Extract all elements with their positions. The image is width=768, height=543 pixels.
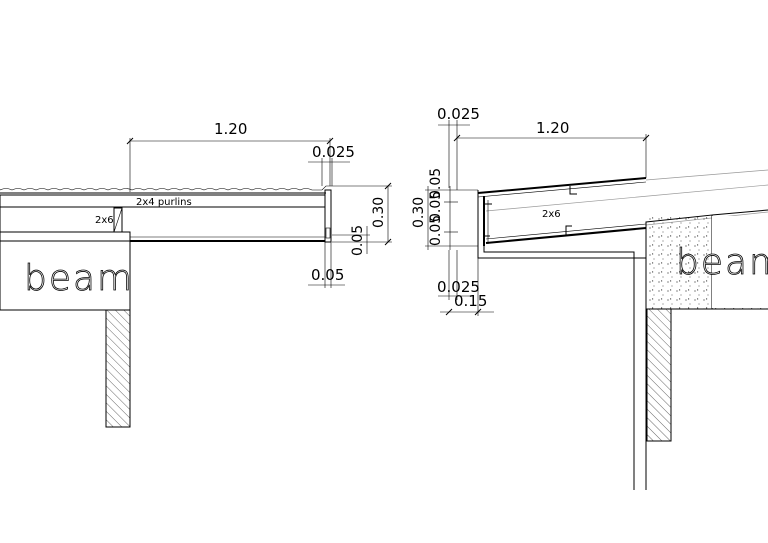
left-offset-dimension: 0.025 [312,143,355,161]
right-column [646,308,672,442]
left-roof-sheet [0,185,332,191]
left-beam-label: beam [24,258,134,299]
right-width-dimension: 1.20 [536,119,569,137]
left-height-dimension: 0.30 [371,197,387,228]
left-beam [0,231,131,311]
right-roof-sheet [477,177,647,194]
right-upper-dimension: 0.05 [428,168,444,199]
left-rafter-label: 2x6 [95,215,114,226]
left-fascia-dimension: 0.05 [350,225,366,256]
right-lower-dimension: 0.05 [428,215,444,246]
right-overhang-dimension: 0.15 [454,292,487,310]
right-mid-dimension: 0.05 [428,191,444,222]
right-top-offset-dimension: 0.025 [437,105,480,123]
right-detail: 2x6 beam 1.20 0.025 [411,105,768,490]
right-beam-label: beam [676,242,768,283]
left-bottom-dimension: 0.05 [311,266,344,284]
left-width-dimension: 1.20 [214,120,247,138]
left-detail: 2x4 purlins 2x6 beam 1.20 0.025 [0,120,392,428]
left-fascia [324,189,332,243]
left-purlins-label: 2x4 purlins [136,197,192,208]
left-rafter [0,206,326,242]
right-wall [477,246,647,490]
left-column [105,309,131,428]
right-bottom-offset-dimension: 0.025 [437,278,480,296]
right-rafter [485,227,647,244]
right-height-dimension: 0.30 [411,197,427,228]
right-rafter-label: 2x6 [542,209,561,220]
